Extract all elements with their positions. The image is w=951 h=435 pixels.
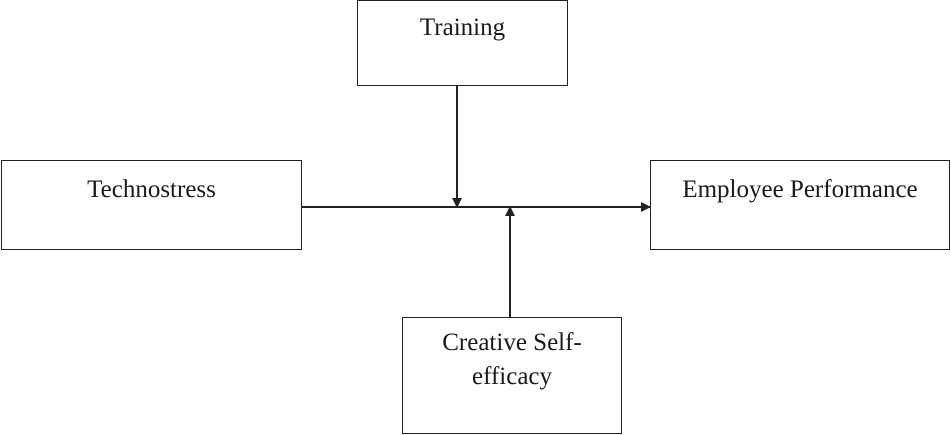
node-training: Training — [357, 0, 568, 86]
node-employee-performance-label: Employee Performance — [682, 176, 918, 203]
node-cse-label-line2: efficacy — [471, 363, 553, 390]
node-technostress-label: Technostress — [87, 176, 216, 203]
node-cse-label-line1: Creative Self- — [442, 329, 582, 356]
node-creative-self-efficacy: Creative Self- efficacy — [402, 317, 622, 434]
node-training-label: Training — [419, 14, 506, 41]
node-technostress: Technostress — [1, 160, 302, 250]
node-employee-performance: Employee Performance — [650, 160, 950, 250]
